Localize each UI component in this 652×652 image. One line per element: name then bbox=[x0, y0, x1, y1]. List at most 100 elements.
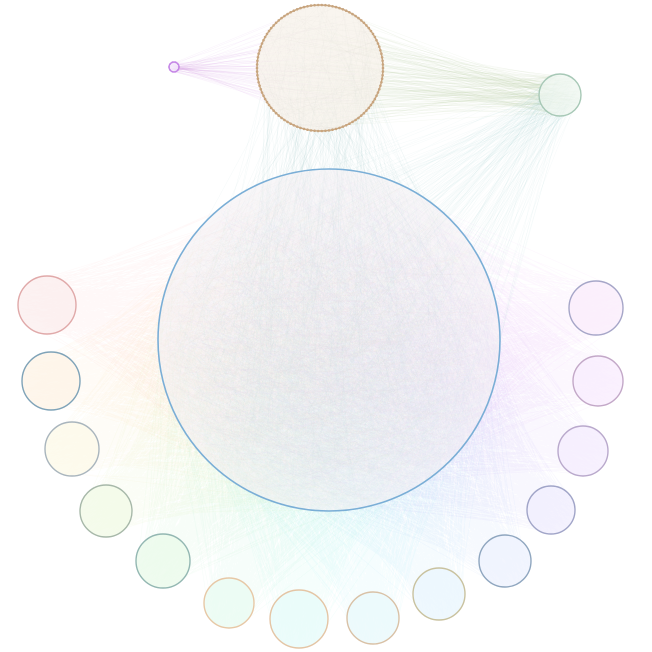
ring-node bbox=[256, 56, 260, 59]
cluster-right-b2 bbox=[526, 485, 576, 535]
ring-node bbox=[376, 42, 380, 45]
ring-node bbox=[365, 24, 368, 27]
ring-node bbox=[289, 11, 292, 14]
ring-node bbox=[256, 73, 259, 77]
ring-node bbox=[259, 87, 263, 91]
ring-node bbox=[380, 81, 383, 84]
ring-node bbox=[338, 126, 341, 130]
cluster-center bbox=[157, 168, 501, 512]
ring-node bbox=[354, 14, 357, 18]
cluster-left-1 bbox=[17, 275, 77, 335]
ring-node bbox=[277, 19, 281, 22]
cluster-bottom-5 bbox=[412, 567, 466, 621]
cluster-bottom-1 bbox=[135, 533, 191, 589]
ring-node bbox=[260, 91, 264, 94]
ring-node bbox=[375, 94, 378, 98]
ring-node bbox=[379, 84, 382, 87]
ring-node-dots bbox=[255, 3, 385, 133]
small-node bbox=[174, 61, 177, 64]
cluster-right-b1 bbox=[478, 534, 532, 588]
ring-node bbox=[360, 114, 363, 117]
ring-node bbox=[257, 52, 260, 55]
ring-node bbox=[262, 94, 265, 98]
ring-node bbox=[357, 16, 360, 20]
ring-node bbox=[320, 3, 324, 7]
small-node bbox=[174, 70, 177, 73]
ring-node bbox=[365, 109, 368, 112]
ring-node bbox=[302, 127, 306, 131]
small-node bbox=[177, 63, 179, 65]
small-node bbox=[168, 66, 170, 68]
ring-node bbox=[283, 118, 286, 122]
ring-node bbox=[376, 91, 380, 94]
ring-node bbox=[324, 3, 327, 7]
ring-node bbox=[286, 12, 289, 16]
ring-node bbox=[292, 124, 296, 127]
ring-node bbox=[255, 63, 259, 66]
cluster-left-2 bbox=[21, 351, 81, 411]
ring-node bbox=[269, 106, 273, 110]
ring-node bbox=[280, 116, 283, 120]
ring-node bbox=[262, 38, 265, 42]
small-node bbox=[178, 66, 180, 68]
ring-node bbox=[306, 128, 309, 131]
ring-node bbox=[313, 129, 316, 133]
ring-node bbox=[283, 14, 286, 18]
ring-node bbox=[379, 49, 382, 52]
ring-node bbox=[371, 100, 375, 104]
cluster-right-top bbox=[538, 73, 582, 117]
ring-node bbox=[354, 118, 357, 122]
ring-node bbox=[331, 5, 334, 8]
ring-node bbox=[348, 122, 351, 125]
cluster-right-b3 bbox=[557, 425, 609, 477]
ring-node bbox=[257, 81, 260, 84]
small-node bbox=[171, 61, 174, 64]
ring-node bbox=[272, 24, 275, 27]
small-node bbox=[169, 63, 171, 65]
small-node bbox=[171, 70, 174, 73]
ring-node bbox=[381, 66, 385, 70]
ring-node bbox=[338, 6, 341, 10]
ring-node bbox=[267, 103, 271, 107]
cluster-left-4 bbox=[79, 484, 133, 538]
ring-node bbox=[295, 8, 299, 11]
ring-node bbox=[299, 126, 302, 130]
ring-node bbox=[309, 129, 313, 132]
ring-node bbox=[324, 129, 327, 133]
ring-node bbox=[375, 38, 378, 42]
ring-node bbox=[341, 125, 345, 128]
ring-node bbox=[327, 129, 331, 132]
ring-node bbox=[259, 45, 263, 49]
ring-node bbox=[258, 49, 261, 52]
ring-node bbox=[316, 129, 320, 133]
ring-node bbox=[381, 73, 384, 77]
ring-node bbox=[373, 97, 377, 101]
ring-node bbox=[367, 26, 371, 30]
ring-node bbox=[269, 26, 273, 30]
ring-node bbox=[263, 97, 267, 101]
ring-node bbox=[369, 29, 373, 33]
ring-node bbox=[373, 35, 377, 39]
ring-node bbox=[362, 111, 366, 115]
ring-node bbox=[313, 3, 316, 7]
ring-node bbox=[295, 125, 299, 128]
ring-node bbox=[267, 29, 271, 33]
small-node bbox=[169, 69, 171, 71]
ring-node bbox=[334, 127, 338, 131]
cluster-left-3 bbox=[44, 421, 100, 477]
ring-node bbox=[344, 9, 348, 12]
ring-node bbox=[256, 77, 260, 80]
ring-node bbox=[265, 32, 269, 36]
ring-node bbox=[274, 21, 278, 25]
ring-node bbox=[258, 84, 261, 87]
ring-node bbox=[362, 21, 366, 25]
ring-node bbox=[348, 11, 351, 14]
ring-node bbox=[369, 103, 373, 107]
ring-node bbox=[380, 52, 383, 55]
ring-node bbox=[255, 66, 259, 70]
small-node bbox=[177, 69, 179, 71]
ring-node bbox=[286, 120, 289, 124]
ring-node bbox=[327, 4, 331, 7]
ring-node bbox=[367, 106, 371, 110]
